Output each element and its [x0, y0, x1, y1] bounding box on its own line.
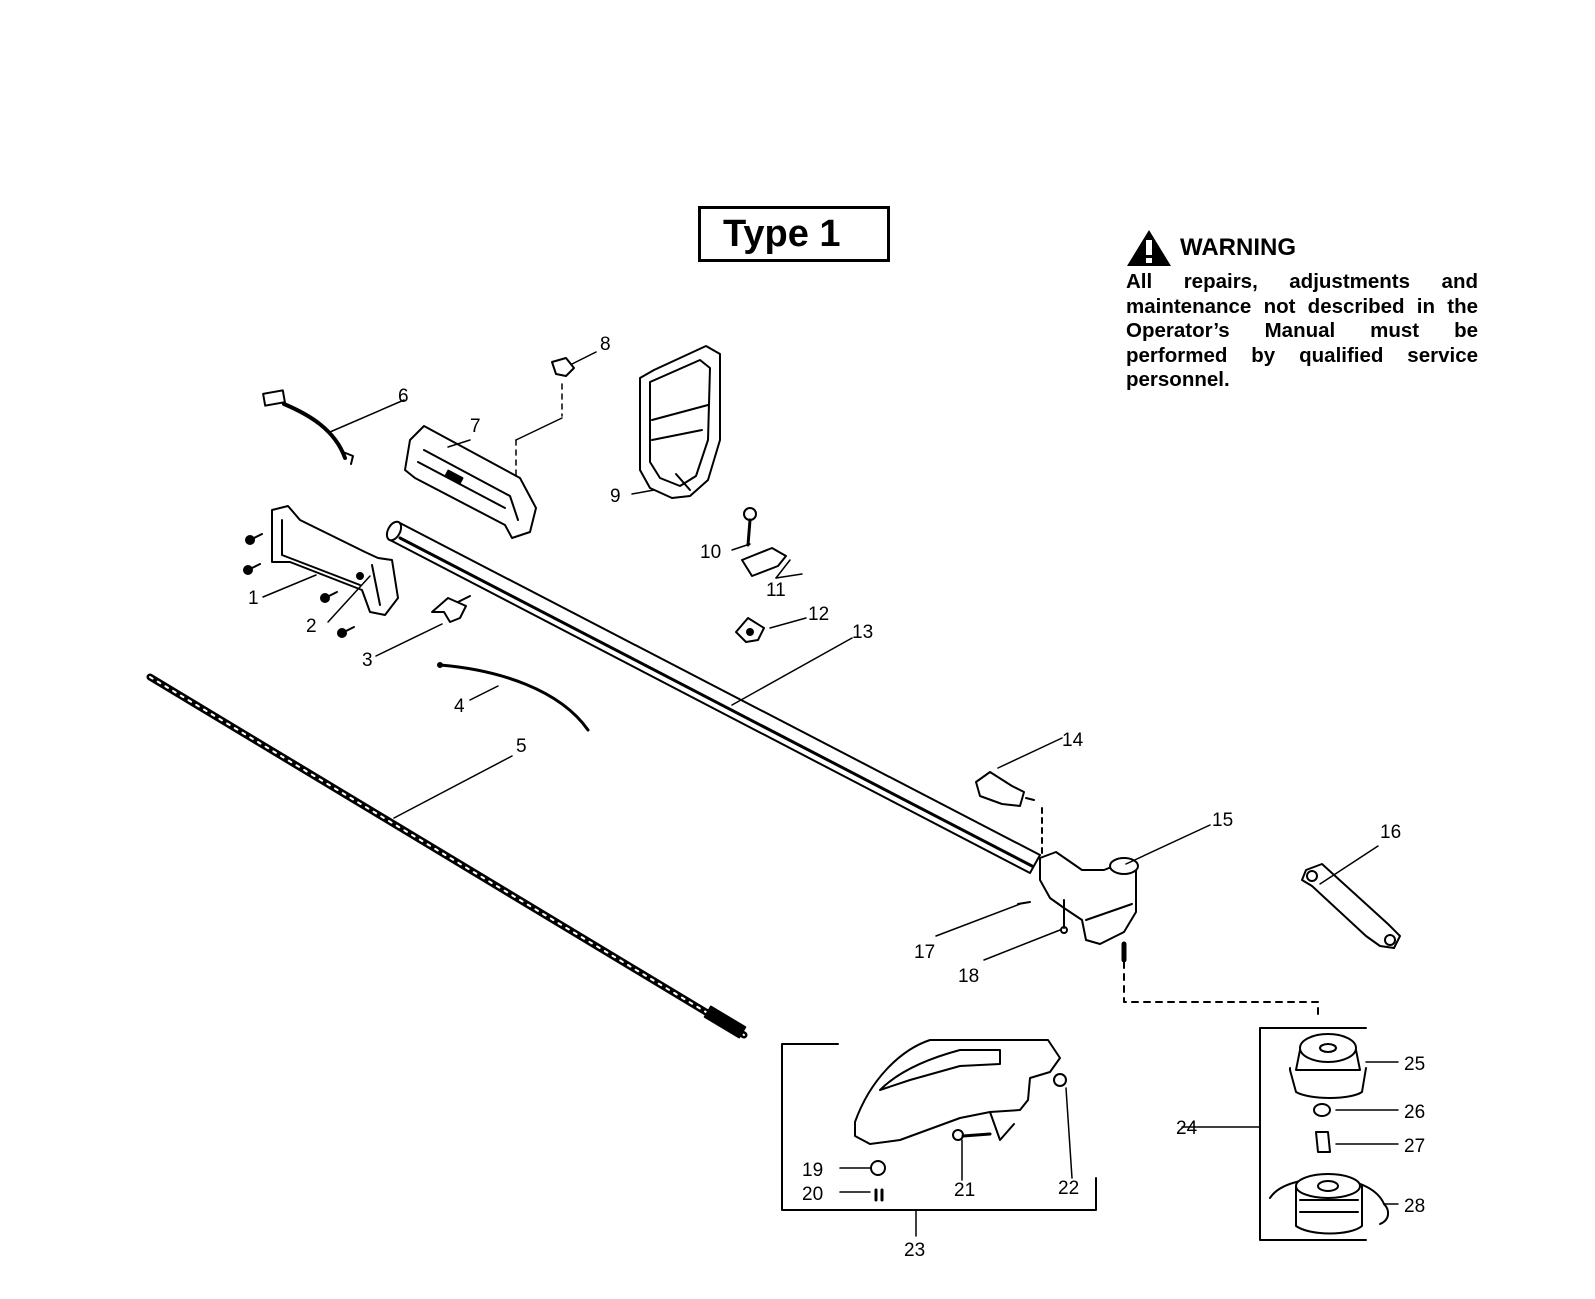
throttle-cable-part	[437, 662, 590, 732]
spool-cover-part	[1289, 1033, 1367, 1099]
callout-23: 23	[904, 1240, 925, 1261]
gear-head-part	[1017, 851, 1139, 963]
callout-18: 18	[958, 966, 979, 987]
clamp-screw-part	[743, 507, 757, 547]
wrench-part	[1301, 863, 1401, 949]
callout-labels: 1 2 3 4 5 6 7 8 9 10 11 12 13 14 15 16 1…	[248, 334, 1425, 1261]
washer-part	[1313, 1103, 1331, 1117]
trigger-part	[431, 595, 471, 623]
shield-part	[854, 1039, 1067, 1145]
callout-4: 4	[454, 696, 465, 717]
diagram-type-label: Type 1	[698, 206, 890, 262]
warning-triangle-icon	[1127, 230, 1171, 266]
callout-21: 21	[954, 1180, 975, 1201]
callout-13: 13	[852, 622, 873, 643]
clamp-part	[741, 547, 787, 577]
callout-19: 19	[802, 1160, 823, 1181]
callout-2: 2	[306, 616, 317, 637]
callout-1: 1	[248, 588, 259, 609]
callout-9: 9	[610, 486, 621, 507]
callout-25: 25	[1404, 1054, 1425, 1075]
d-handle-part	[639, 345, 721, 499]
handle-housing-part	[404, 425, 537, 539]
callout-22: 22	[1058, 1178, 1079, 1199]
wing-nut-part	[735, 617, 765, 643]
callout-11: 11	[766, 580, 786, 601]
leader-lines	[262, 351, 1399, 1237]
callout-10: 10	[700, 542, 721, 563]
callout-26: 26	[1404, 1102, 1425, 1123]
nut-part	[551, 357, 575, 377]
callout-7: 7	[470, 416, 481, 437]
bracket-part	[975, 771, 1043, 863]
handle-part	[271, 505, 399, 616]
warning-title: WARNING	[1180, 234, 1296, 261]
trimmer-head-kit-bracket	[1259, 1027, 1367, 1241]
callout-28: 28	[1404, 1196, 1425, 1217]
callout-3: 3	[362, 650, 373, 671]
warning-header: WARNING	[1126, 228, 1478, 268]
callout-12: 12	[808, 604, 829, 625]
spool-part	[1269, 1173, 1390, 1235]
callout-15: 15	[1212, 810, 1233, 831]
shield-kit-bracket	[781, 1043, 1097, 1211]
screw-part	[243, 533, 364, 638]
shaft-tube-part	[385, 520, 1041, 874]
bump-knob-part	[1315, 1131, 1331, 1153]
callout-24: 24	[1176, 1118, 1198, 1139]
shield-screw-part	[870, 1129, 992, 1202]
callout-27: 27	[1404, 1136, 1425, 1157]
callout-8: 8	[600, 334, 611, 355]
callout-20: 20	[802, 1184, 823, 1205]
warning-notice: WARNING All repairs, adjustments and mai…	[1126, 228, 1478, 393]
callout-5: 5	[516, 736, 527, 757]
warning-text: All repairs, adjustments and maintenance…	[1126, 270, 1478, 391]
wire-lead-part	[262, 389, 354, 465]
callout-17: 17	[914, 942, 935, 963]
callout-14: 14	[1062, 730, 1084, 751]
callout-16: 16	[1380, 822, 1401, 843]
drive-shaft-part	[146, 673, 748, 1039]
callout-6: 6	[398, 386, 409, 407]
